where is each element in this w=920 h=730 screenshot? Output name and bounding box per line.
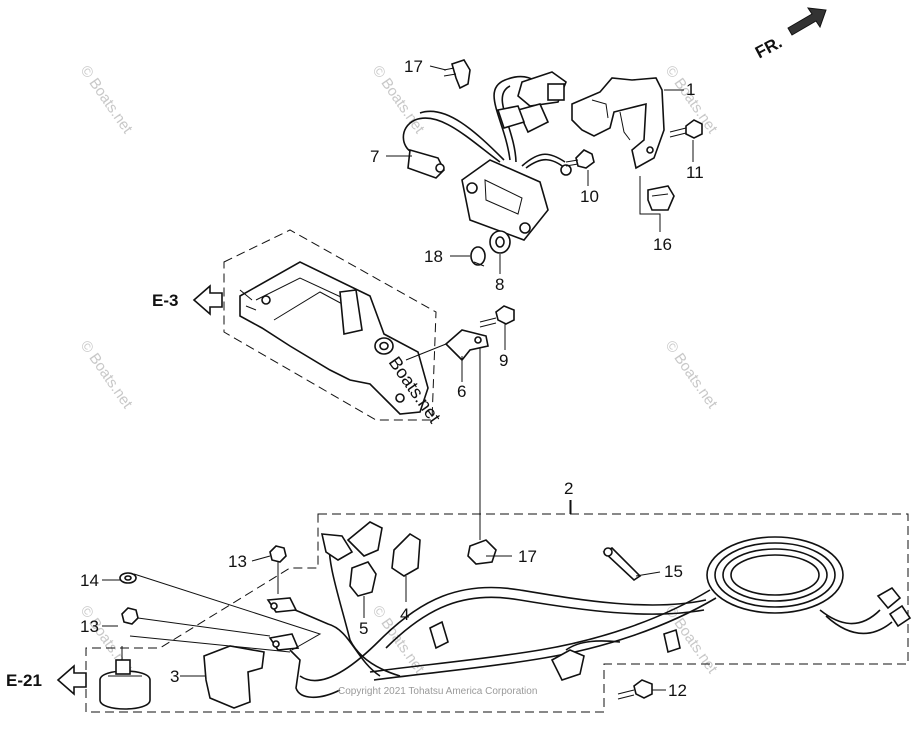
part-label-9: 9 bbox=[499, 351, 508, 370]
bolt-10 bbox=[565, 149, 595, 169]
part-label-4: 4 bbox=[400, 605, 409, 624]
ref-arrow-e21: E-21 bbox=[6, 664, 87, 696]
cover-4 bbox=[391, 532, 421, 577]
terminal-bracket bbox=[346, 521, 383, 557]
clip-17-top bbox=[443, 59, 471, 90]
ref-label-e3: E-3 bbox=[152, 291, 178, 310]
part-label-15: 15 bbox=[664, 562, 683, 581]
bolt-9 bbox=[479, 305, 515, 328]
cable-bands bbox=[429, 620, 681, 654]
bolt-12 bbox=[617, 679, 653, 700]
solenoid-e21 bbox=[99, 646, 151, 710]
watermark-5: © Boats.net bbox=[662, 338, 721, 413]
part-label-2: 2 bbox=[564, 479, 573, 498]
positive-terminal-cable bbox=[266, 533, 401, 699]
copyright-text: Copyright 2021 Tohatsu America Corporati… bbox=[338, 686, 537, 697]
watermark-4: © Boats.net bbox=[77, 338, 136, 413]
leader-lines-lower bbox=[102, 500, 666, 691]
front-label: FR. bbox=[752, 33, 785, 63]
part-label-8: 8 bbox=[495, 275, 504, 294]
part-label-14: 14 bbox=[80, 571, 99, 590]
band-15 bbox=[602, 547, 642, 582]
grommet-8 bbox=[489, 230, 511, 254]
part-label-1: 1 bbox=[686, 80, 695, 99]
part-label-17-top: 17 bbox=[404, 57, 423, 76]
part-label-6: 6 bbox=[457, 382, 466, 401]
washer-14 bbox=[119, 572, 137, 584]
part-number-labels: 17 1 7 11 10 16 18 8 9 6 2 17 13 15 14 4… bbox=[80, 57, 704, 700]
bracket-1 bbox=[571, 77, 665, 170]
part-label-13-upper: 13 bbox=[228, 552, 247, 571]
stay-6 bbox=[405, 329, 489, 362]
cap-5 bbox=[349, 561, 377, 597]
mount-bracket-e3 bbox=[223, 229, 437, 421]
part-label-7: 7 bbox=[370, 147, 379, 166]
clip-16 bbox=[647, 185, 675, 211]
ref-arrow-e3: E-3 bbox=[152, 284, 223, 316]
clamp-cable-block bbox=[550, 640, 621, 681]
part-label-13-lower: 13 bbox=[80, 617, 99, 636]
part-label-11: 11 bbox=[686, 163, 704, 182]
watermark-1: © Boats.net bbox=[77, 63, 136, 138]
nut-13-lower bbox=[121, 607, 139, 625]
ref-label-e21: E-21 bbox=[6, 671, 42, 690]
leader-lines-mid bbox=[461, 324, 506, 540]
part-label-18: 18 bbox=[424, 247, 443, 266]
part-label-12: 12 bbox=[668, 681, 687, 700]
cable-coil bbox=[299, 536, 912, 682]
part-label-3: 3 bbox=[170, 667, 179, 686]
front-direction-arrow: FR. bbox=[752, 7, 827, 63]
clamp-17-lower bbox=[467, 539, 497, 565]
rectifier-harness-7 bbox=[402, 71, 572, 241]
cap-18 bbox=[470, 246, 486, 267]
part-label-5: 5 bbox=[359, 619, 368, 638]
part-label-17-lower: 17 bbox=[518, 547, 537, 566]
terminal-cover-3 bbox=[203, 645, 265, 709]
bolt-11 bbox=[669, 119, 703, 139]
leader-lines-upper bbox=[386, 65, 694, 274]
nut-13-upper bbox=[269, 545, 287, 594]
part-label-10: 10 bbox=[580, 187, 599, 206]
part-label-16: 16 bbox=[653, 235, 672, 254]
